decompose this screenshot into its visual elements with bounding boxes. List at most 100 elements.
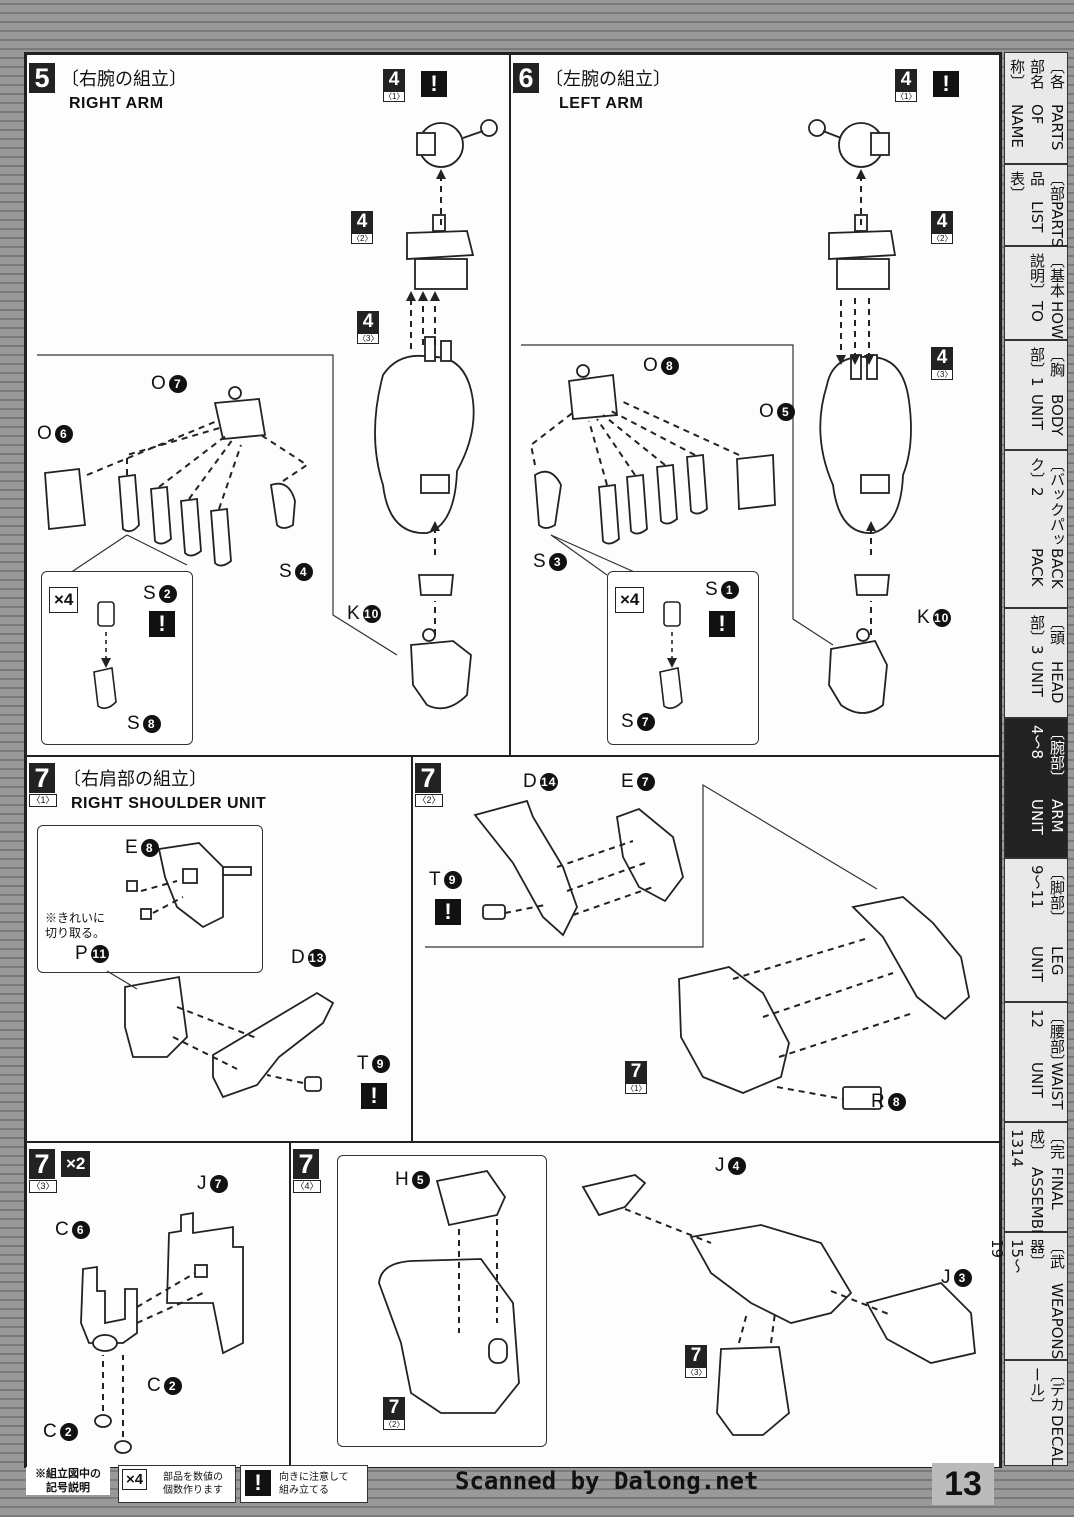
step-6-title-jp: 〔左腕の組立〕 [545,69,671,90]
tab-label-en: PARTS OF NAME [1008,103,1066,150]
ref-4-2: 4〈2〉 [931,211,953,244]
section-index-sidebar: 〔各部名称〕 PARTS OF NAME 〔部品表〕PARTS LIST 〔基本説… [988,52,1070,1466]
ref-4-1: 4〈1〉 [895,69,917,102]
ref-4-1: 4〈1〉 [383,69,405,102]
step-5-panel: 5 〔右腕の組立〕 RIGHT ARM [26,54,510,756]
multiply-4-mark: ×4 [122,1469,148,1490]
scanner-watermark: Scanned by Dalong.net [455,1467,759,1495]
legend-warn-desc: 向きに注意して 組み立てる [279,1472,349,1496]
tab-label-en: ARM UNIT [1028,798,1066,835]
multiply-2-mark: ×2 [61,1151,91,1177]
tab-label-jp: 〔各部名称〕 [1008,59,1066,89]
step-7-number: 7 [29,1149,55,1179]
step-7-substep: 〈2〉 [415,794,443,807]
right-arm-diagram [37,119,498,710]
ref-4-3: 4〈3〉 [357,311,379,344]
tab-label-en: BODY UNIT [1028,393,1066,436]
step-6-panel: 6 〔左腕の組立〕 LEFT ARM [510,54,1000,756]
tab-label-jp: 〔バックパック〕2 [1028,457,1066,547]
step-7-number: 7 [29,763,55,793]
ref-4-2: 4〈2〉 [351,211,373,244]
warning-mark: ! [361,1083,387,1109]
step-6-number: 6 [513,63,539,93]
step-7-1-title-en: RIGHT SHOULDER UNIT [71,795,267,812]
tab-label-jp: 〔基本説明〕 [1028,253,1066,298]
tab-label-en: WEAPONS [1048,1282,1066,1359]
tab-label-en: PARTS LIST [1028,201,1066,248]
tab-label-jp: 〔腰部〕12 [1028,1009,1066,1062]
step-6-title-en: LEFT ARM [559,95,644,112]
multiply-4-mark: ×4 [49,587,79,613]
tab-how-to[interactable]: 〔基本説明〕HOW TO [1004,246,1068,340]
warning-mark: ! [435,899,461,925]
warning-mark: ! [933,71,959,97]
tab-label-jp: 〔脚部〕9〜11 [1028,865,1066,925]
step-7-1-title-jp: 〔右肩部の組立〕 [63,769,207,790]
tab-label-jp: 〔胸部〕1 [1028,347,1066,387]
tab-parts-list[interactable]: 〔部品表〕PARTS LIST [1004,164,1068,248]
instruction-page: 5 〔右腕の組立〕 RIGHT ARM [24,52,1002,1468]
tab-label-jp: 〔デカール〕 [1028,1367,1066,1412]
warning-mark: ! [709,611,735,637]
finger-joint-drawing [659,601,683,710]
tab-decal[interactable]: 〔デカール〕 DECAL [1004,1360,1068,1466]
tab-label-jp: 〔部品表〕 [1008,171,1066,201]
tab-label-en: HOW TO [1028,301,1066,339]
page-number: 13 [932,1463,994,1505]
tab-label-en: WAIST UNIT [1028,1062,1066,1110]
step-7-1-panel: 7 〈1〉 〔右肩部の組立〕 RIGHT SHOULDER UNIT [26,756,412,1142]
legend-title: ※組立図中の 記号説明 [26,1467,110,1495]
step-5-title-jp: 〔右腕の組立〕 [61,69,187,90]
cut-cleanly-note: ※きれいに 切り取る。 [45,911,106,940]
tab-label-jp: 〔完成〕1314 [1008,1129,1066,1168]
shoulder-armor-final-diagram [378,1170,976,1436]
shoulder-armor-diagram [425,783,970,1110]
tab-label-en: DECAL [1048,1414,1066,1465]
left-arm-diagram [521,119,912,714]
ref-7-2: 7〈2〉 [383,1397,405,1430]
warning-mark: ! [149,611,175,637]
tab-label-en: HEAD UNIT [1028,661,1066,705]
legend-x4-box: ×4 部品を数値の 個数作ります [118,1465,236,1503]
step-5-title-en: RIGHT ARM [69,95,164,112]
step-7-substep: 〈3〉 [29,1180,57,1193]
legend-x4-desc: 部品を数値の 個数作ります [163,1472,223,1496]
finger-joint-drawing [93,601,117,710]
step-7-number: 7 [293,1149,319,1179]
tab-label-en: FINAL ASSEMBLE [1028,1167,1066,1248]
step-7-substep: 〈4〉 [293,1180,321,1193]
right-shoulder-diagram [106,842,335,1099]
ref-7-3: 7〈3〉 [685,1345,707,1378]
tab-parts-of-name[interactable]: 〔各部名称〕 PARTS OF NAME [1004,52,1068,164]
step-7-substep: 〈1〉 [29,794,57,807]
warning-mark: ! [421,71,447,97]
step-7-number: 7 [415,763,441,793]
